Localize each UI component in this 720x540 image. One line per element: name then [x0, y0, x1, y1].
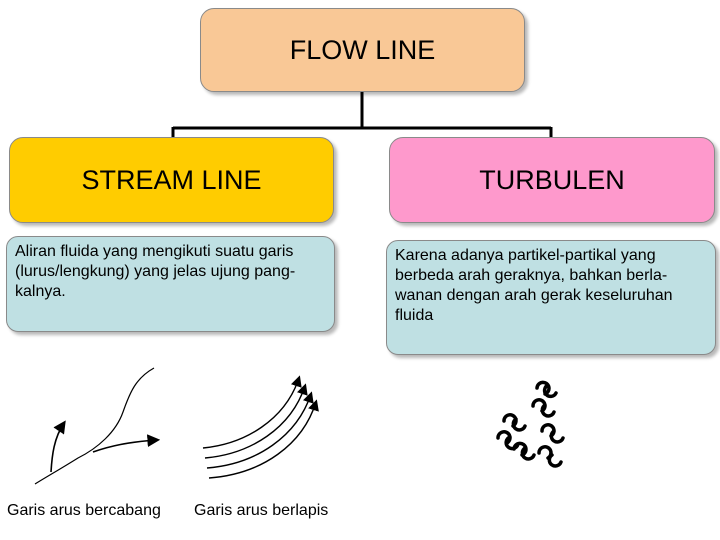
stream-line-description: Aliran fluida yang mengikuti suatu garis… [6, 236, 335, 332]
turbulen-description: Karena adanya partikel-partikal yang ber… [386, 240, 716, 355]
flow-line-node: FLOW LINE [200, 8, 525, 92]
turbulent-eddies-icon [496, 380, 565, 468]
flow-line-label: FLOW LINE [289, 34, 436, 65]
stream-line-node: STREAM LINE [9, 137, 334, 223]
branching-caption: Garis arus bercabang [7, 502, 161, 519]
turbulen-label: TURBULEN [479, 164, 625, 195]
branching-streamline-icon [34, 367, 161, 485]
stream-line-label: STREAM LINE [81, 164, 262, 195]
layered-streamline-icon [202, 375, 319, 479]
layered-caption: Garis arus berlapis [194, 502, 329, 519]
turbulen-node: TURBULEN [389, 137, 715, 223]
